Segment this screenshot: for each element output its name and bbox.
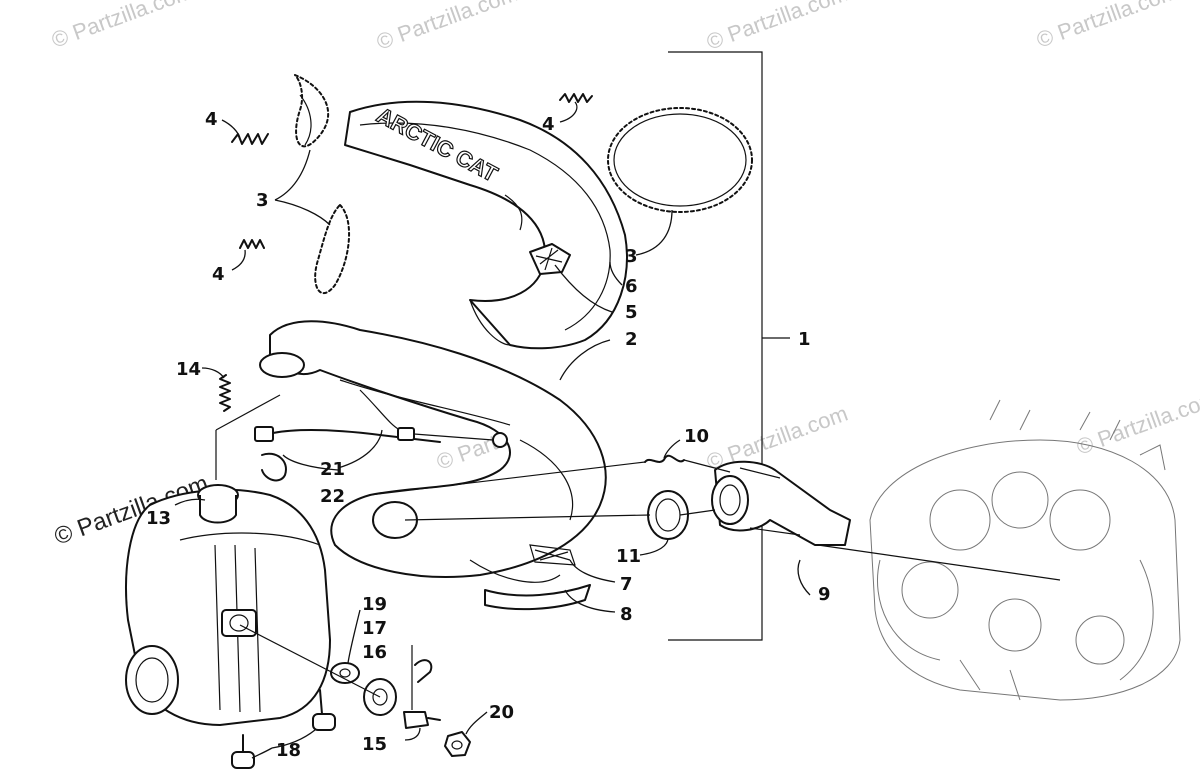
callout-9: 9 bbox=[818, 584, 831, 605]
watermark: © Partzilla.com bbox=[1033, 0, 1181, 53]
spring-lower-left[interactable] bbox=[239, 239, 265, 249]
callout-5: 5 bbox=[625, 302, 638, 323]
callout-8: 8 bbox=[620, 604, 633, 625]
spring-left[interactable] bbox=[219, 374, 231, 412]
engine-block bbox=[869, 399, 1181, 701]
nut[interactable] bbox=[444, 731, 471, 757]
clip[interactable] bbox=[261, 452, 287, 482]
callout-1: 1 bbox=[798, 329, 811, 350]
callout-15: 15 bbox=[362, 734, 387, 755]
callout-4: 4 bbox=[542, 114, 555, 135]
callout-7: 7 bbox=[620, 574, 633, 595]
callout-2: 2 bbox=[625, 329, 638, 350]
callout-6: 6 bbox=[625, 276, 638, 297]
callout-labels: 1 2 3 3 4 4 4 5 6 7 8 9 10 11 13 14 15 1… bbox=[146, 109, 831, 761]
callout-20: 20 bbox=[489, 702, 514, 723]
watermark: © Partzilla.com bbox=[48, 0, 196, 53]
lower-guard[interactable] bbox=[484, 584, 591, 611]
assembly-bracket bbox=[668, 51, 790, 641]
callout-19: 19 bbox=[362, 594, 387, 615]
heat-shield[interactable]: ARCTIC CAT bbox=[344, 100, 628, 350]
stud[interactable] bbox=[403, 711, 441, 729]
callout-21: 21 bbox=[320, 459, 345, 480]
sensor-harness[interactable] bbox=[254, 426, 508, 448]
callout-18: 18 bbox=[276, 740, 301, 761]
cotter-pin[interactable] bbox=[414, 659, 433, 683]
callout-13: 13 bbox=[146, 508, 171, 529]
callout-22: 22 bbox=[320, 486, 345, 507]
washer[interactable] bbox=[330, 662, 360, 684]
watermark: © Partzilla.com bbox=[1073, 386, 1200, 460]
grommet-rear[interactable] bbox=[312, 689, 336, 731]
decal[interactable] bbox=[529, 243, 571, 275]
callout-10: 10 bbox=[684, 426, 709, 447]
callout-4: 4 bbox=[212, 264, 225, 285]
spring-center[interactable] bbox=[644, 454, 685, 463]
callout-14: 14 bbox=[176, 359, 201, 380]
callout-3: 3 bbox=[256, 190, 269, 211]
lower-mesh[interactable] bbox=[529, 544, 576, 566]
callout-17: 17 bbox=[362, 618, 387, 639]
callout-4: 4 bbox=[205, 109, 218, 130]
watermark: © Partzilla.com bbox=[703, 0, 851, 55]
leader-lines bbox=[174, 101, 811, 759]
spring-top-right[interactable] bbox=[559, 93, 593, 103]
callout-11: 11 bbox=[616, 546, 641, 567]
chain-strap-lower-left[interactable] bbox=[314, 204, 351, 294]
chain-strap-right[interactable] bbox=[607, 107, 753, 213]
assembly-lines bbox=[215, 394, 1061, 710]
callout-16: 16 bbox=[362, 642, 387, 663]
callout-3: 3 bbox=[625, 246, 638, 267]
chain-strap-upper-left[interactable] bbox=[294, 74, 330, 148]
grommet-front[interactable] bbox=[231, 734, 255, 769]
spring-upper-left[interactable] bbox=[231, 133, 269, 145]
watermark: © Partzilla.com bbox=[373, 0, 521, 55]
exhaust-manifold[interactable] bbox=[711, 460, 851, 546]
